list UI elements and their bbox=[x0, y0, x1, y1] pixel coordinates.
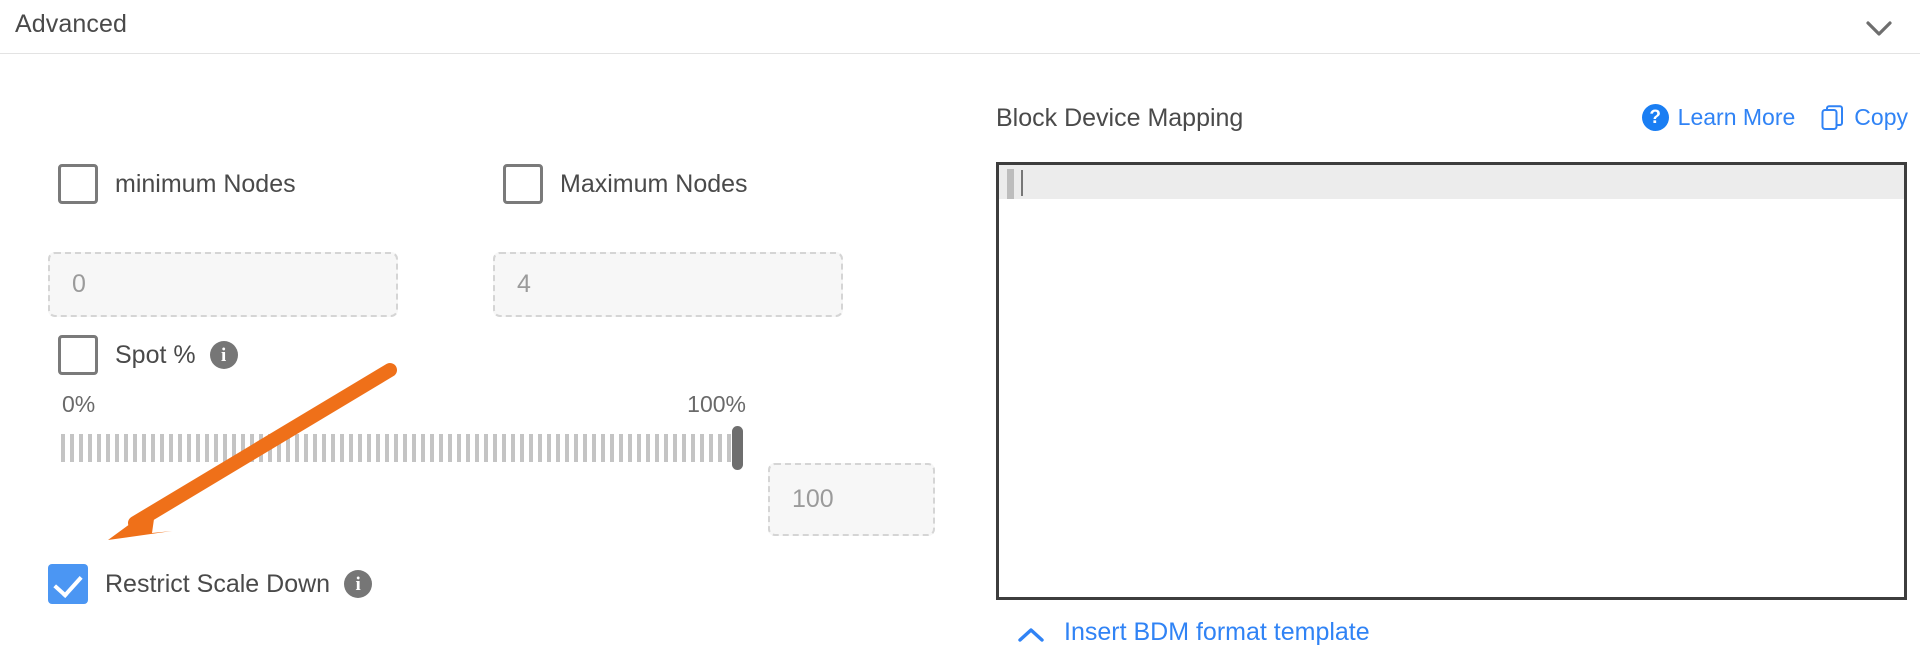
minimum-nodes-label: minimum Nodes bbox=[115, 169, 296, 198]
info-icon[interactable]: i bbox=[344, 570, 373, 598]
spot-percent-label: Spot % bbox=[115, 340, 196, 369]
block-device-mapping-actions: ? Learn More Copy bbox=[1641, 104, 1908, 131]
restrict-scale-down-checkbox[interactable] bbox=[48, 564, 88, 604]
autoscaling-settings-column: minimum Nodes Maximum Nodes Spot % i 0% … bbox=[0, 54, 980, 656]
learn-more-label: Learn More bbox=[1677, 104, 1796, 130]
slider-track[interactable] bbox=[61, 434, 743, 462]
block-device-mapping-column: Block Device Mapping ? Learn More Copy bbox=[996, 54, 1920, 656]
slider-thumb[interactable] bbox=[732, 426, 743, 470]
copy-link[interactable]: Copy bbox=[1821, 104, 1908, 131]
minimum-nodes-checkbox[interactable] bbox=[58, 164, 98, 204]
question-circle-icon: ? bbox=[1641, 104, 1669, 131]
slider-scale: 0% 100% bbox=[58, 391, 748, 421]
maximum-nodes-label: Maximum Nodes bbox=[560, 169, 748, 198]
slider-min-label: 0% bbox=[62, 391, 96, 417]
restrict-scale-down-label: Restrict Scale Down bbox=[105, 569, 331, 598]
chevron-down-icon[interactable] bbox=[1862, 13, 1896, 43]
minimum-nodes-row: minimum Nodes bbox=[58, 164, 296, 204]
editor-gutter-marker bbox=[1007, 169, 1014, 199]
spot-percent-value-input[interactable] bbox=[768, 463, 935, 536]
block-device-mapping-header: Block Device Mapping ? Learn More Copy bbox=[996, 104, 1914, 138]
advanced-section-header: Advanced bbox=[0, 0, 1920, 54]
maximum-nodes-row: Maximum Nodes bbox=[503, 164, 748, 204]
info-icon[interactable]: i bbox=[209, 341, 238, 369]
insert-bdm-format-template-link[interactable]: Insert BDM format template bbox=[1016, 618, 1370, 647]
block-device-mapping-title: Block Device Mapping bbox=[996, 104, 1244, 132]
chevron-up-icon bbox=[1016, 623, 1046, 643]
copy-icon bbox=[1821, 104, 1845, 131]
maximum-nodes-checkbox[interactable] bbox=[503, 164, 543, 204]
restrict-scale-down-row: Restrict Scale Down i bbox=[48, 564, 373, 604]
learn-more-link[interactable]: ? Learn More bbox=[1641, 104, 1796, 131]
spot-percent-checkbox[interactable] bbox=[58, 335, 98, 375]
block-device-mapping-editor[interactable] bbox=[996, 162, 1907, 600]
editor-active-line bbox=[999, 165, 1904, 199]
spot-percent-row: Spot % i bbox=[58, 335, 238, 375]
slider-max-label: 100% bbox=[687, 391, 746, 417]
maximum-nodes-input[interactable] bbox=[493, 252, 843, 317]
copy-label: Copy bbox=[1854, 104, 1908, 130]
insert-bdm-format-template-label: Insert BDM format template bbox=[1064, 618, 1370, 646]
minimum-nodes-input[interactable] bbox=[48, 252, 398, 317]
page-title: Advanced bbox=[15, 10, 127, 38]
editor-caret bbox=[1021, 170, 1023, 196]
spot-percent-slider[interactable]: 0% 100% bbox=[58, 391, 748, 470]
